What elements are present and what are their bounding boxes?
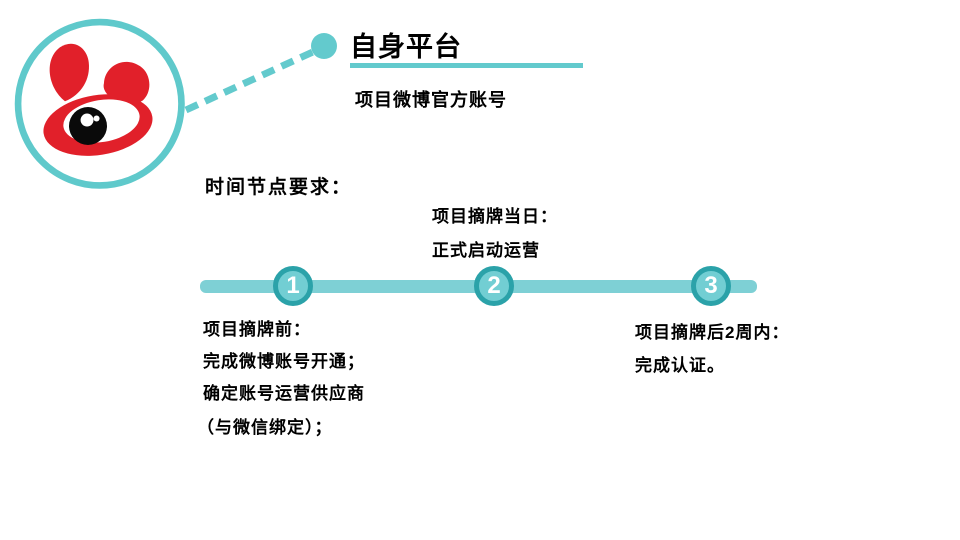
section-label: 时间节点要求： [205, 177, 353, 198]
weibo-eye-glyph [43, 43, 153, 156]
milestone-circle-2: 2 [474, 266, 514, 306]
milestone-2-number: 2 [487, 272, 501, 299]
milestone-3-line-2: 完成认证。 [635, 356, 725, 375]
slide-title: 自身平台 [350, 32, 462, 62]
milestone-1-number: 1 [286, 272, 300, 299]
milestone-3-number: 3 [704, 272, 718, 299]
connector-graphic [184, 33, 337, 114]
milestone-circle-1: 1 [273, 266, 313, 306]
milestone-1-line-1: 项目摘牌前： [203, 320, 311, 339]
bullet-dot-icon [311, 33, 337, 59]
milestone-circle-3: 3 [691, 266, 731, 306]
milestone-1-line-4: （与微信绑定）； [197, 418, 333, 437]
title-underline [350, 63, 583, 68]
milestone-2-line-1: 项目摘牌当日： [432, 207, 558, 226]
milestone-3-line-1: 项目摘牌后2周内： [635, 323, 790, 342]
slide-subtitle: 项目微博官方账号 [355, 90, 507, 110]
weibo-logo-icon [14, 18, 185, 189]
milestone-1-line-3: 确定账号运营供应商 [203, 384, 365, 403]
milestone-1-line-2: 完成微博账号开通； [203, 352, 365, 371]
dashed-line [184, 47, 317, 114]
milestone-2-line-2: 正式启动运营 [432, 241, 540, 260]
